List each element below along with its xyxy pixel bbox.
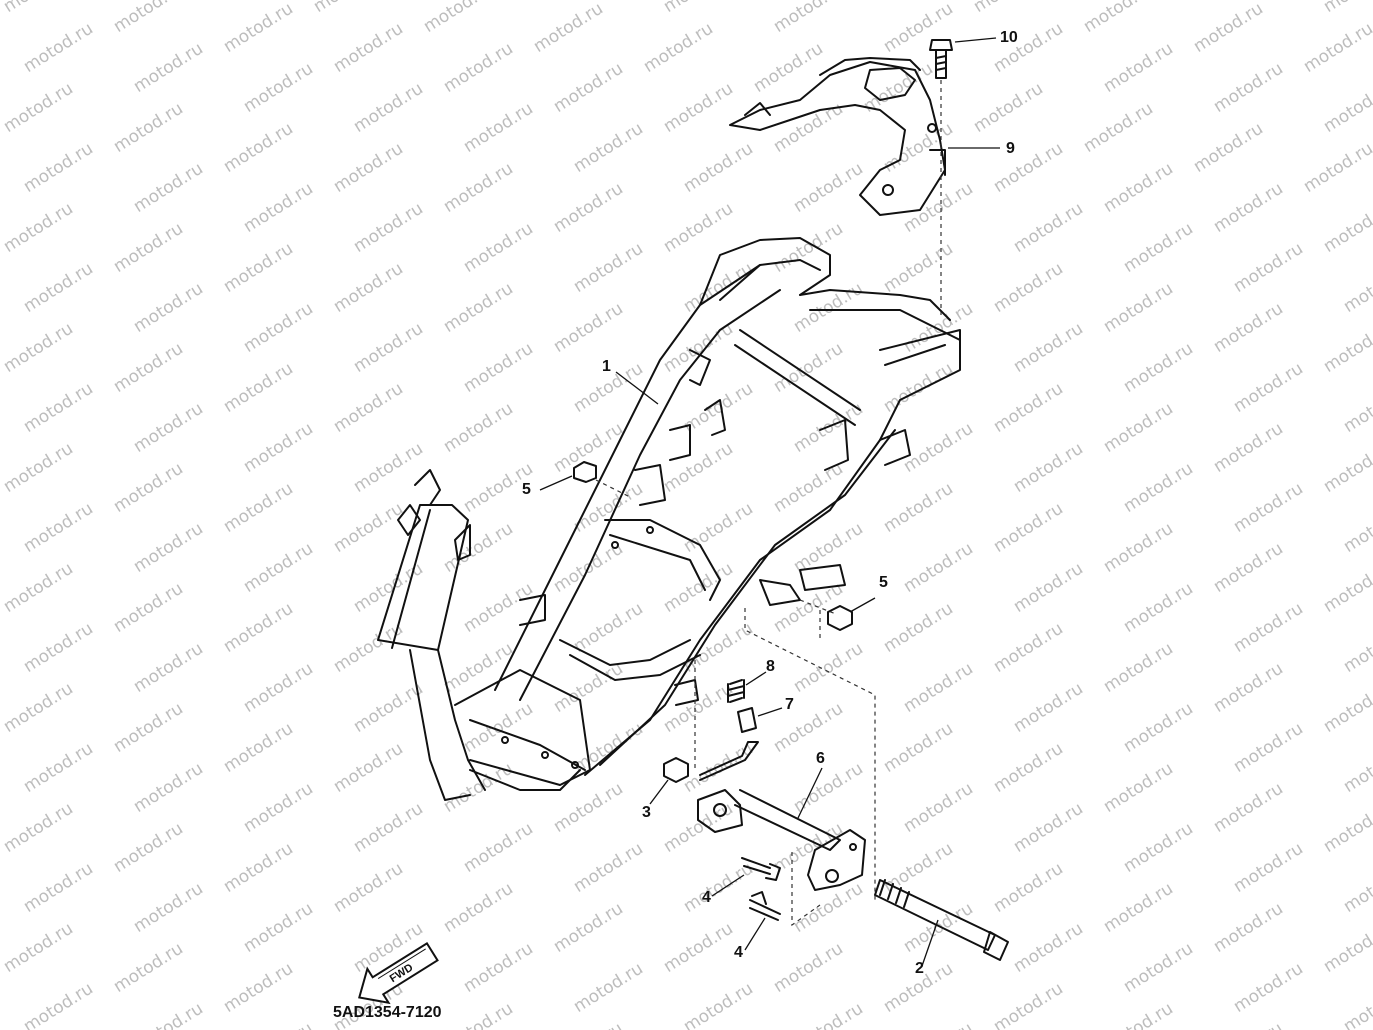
callout-6: 6 (816, 750, 825, 767)
leader-4-upper (711, 874, 745, 897)
callout-4-lower: 4 (734, 944, 743, 961)
nut-3 (663, 757, 689, 783)
callout-10: 10 (1000, 29, 1018, 46)
nut-5-lower (827, 605, 853, 631)
leader-3 (649, 779, 669, 805)
nut-5-upper (573, 461, 597, 483)
ref-line-5-upper (595, 479, 631, 498)
callout-4-upper: 4 (702, 889, 711, 906)
leader-4-lower (744, 917, 766, 951)
fwd-arrow-icon: FWD (358, 942, 439, 1005)
ref-line-5-lower (799, 599, 837, 615)
main-frame (377, 237, 961, 801)
leader-5-lower (849, 597, 876, 613)
diagram-code: 5AD1354-7120 (333, 1004, 442, 1021)
callout-8: 8 (766, 658, 775, 675)
engine-mount-6 (697, 741, 866, 891)
ref-line-mount (694, 608, 876, 927)
bolt-4-lower (749, 891, 781, 921)
leader-8 (745, 671, 767, 686)
leader-2 (921, 919, 939, 967)
callout-2: 2 (915, 960, 924, 977)
leader-1 (615, 371, 659, 405)
leader-10 (954, 37, 997, 43)
callout-5-upper: 5 (522, 481, 531, 498)
callout-5-lower: 5 (879, 574, 888, 591)
leader-7 (757, 707, 783, 717)
callout-9: 9 (1006, 140, 1015, 157)
leader-6 (797, 767, 823, 819)
callout-7: 7 (785, 696, 794, 713)
spring-8 (727, 679, 745, 703)
bolt-10 (929, 39, 953, 79)
through-bolt-2 (874, 879, 1009, 961)
callout-3: 3 (642, 804, 651, 821)
rear-bracket (729, 57, 946, 216)
collar-7 (737, 707, 757, 733)
bolt-4-upper (741, 857, 781, 881)
callout-1: 1 (602, 358, 611, 375)
leader-5-upper (539, 475, 573, 491)
